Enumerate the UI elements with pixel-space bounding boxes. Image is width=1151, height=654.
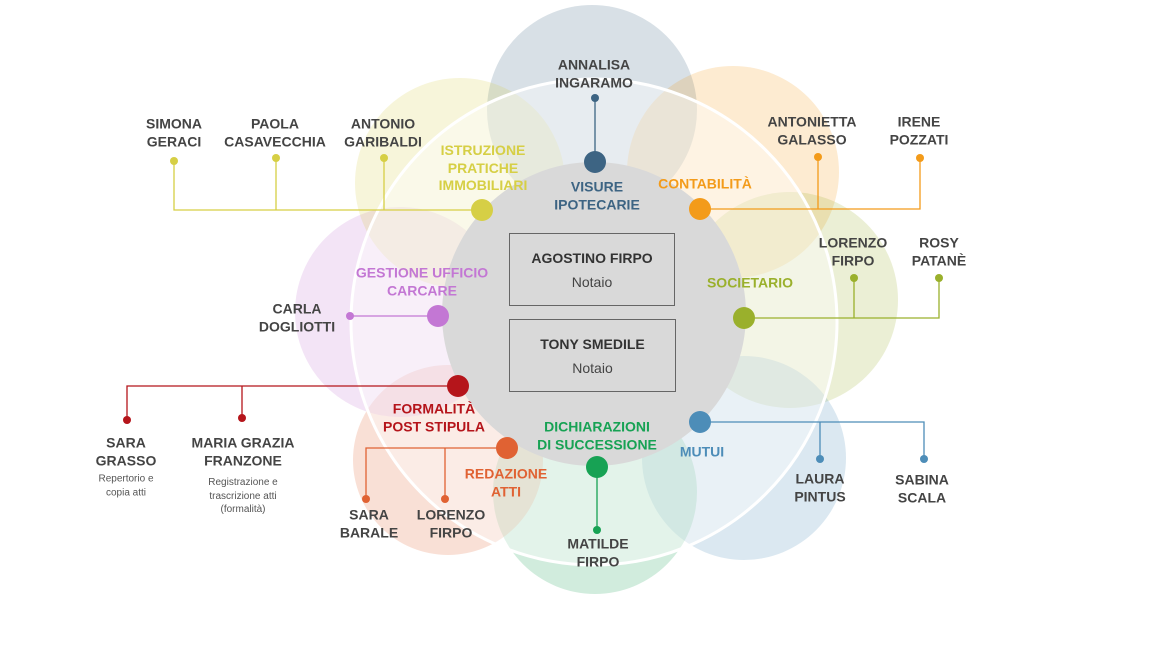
notaio-role: Notaio: [572, 359, 613, 376]
dept-label-gestione: GESTIONE UFFICIO CARCARE: [355, 264, 489, 299]
person-name: CARLA DOGLIOTTI: [258, 300, 336, 335]
person-dot: [916, 154, 924, 162]
inner-circle: [442, 162, 746, 466]
person-name: SARA GRASSO: [95, 434, 157, 469]
person-dot: [593, 526, 601, 534]
connector-formalita: [126, 385, 458, 420]
notaio-name: AGOSTINO FIRPO: [531, 249, 653, 266]
person-dot: [814, 153, 822, 161]
notaio-role: Notaio: [571, 273, 613, 290]
person-dot: [850, 274, 858, 282]
person-name: ANTONIETTA GALASSO: [767, 113, 857, 148]
connector-mutui: [700, 421, 925, 459]
dept-label-formalita: FORMALITÀ POST STIPULA: [383, 400, 485, 435]
person-dot: [441, 495, 449, 503]
dept-node-istruzione: [471, 199, 493, 221]
dept-node-visure: [584, 151, 606, 173]
person-name: ANTONIO GARIBALDI: [344, 115, 422, 150]
person-name: SARA BARALE: [339, 506, 399, 541]
person-name: SABINA SCALA: [895, 471, 949, 506]
notaio-name: TONY SMEDILE: [540, 335, 645, 352]
dept-node-mutui: [689, 411, 711, 433]
dept-label-societario: SOCIETARIO: [706, 274, 794, 291]
dept-node-redazione: [496, 437, 518, 459]
person-dot: [816, 455, 824, 463]
notaio-box-1: AGOSTINO FIRPO Notaio: [509, 233, 675, 306]
person-dot: [362, 495, 370, 503]
person-name: LORENZO FIRPO: [416, 506, 486, 541]
person-name: MARIA GRAZIA FRANZONE: [191, 434, 295, 469]
connector-redazione: [365, 447, 507, 499]
notaio-box-2: TONY SMEDILE Notaio: [509, 319, 676, 392]
dept-label-visure: VISURE IPOTECARIE: [554, 178, 640, 213]
connector-istruzione: [173, 158, 482, 211]
person-note: Registrazione e trascrizione atti (forma…: [208, 476, 278, 515]
dept-label-istruzione: ISTRUZIONE PRATICHE IMMOBILIARI: [438, 141, 528, 193]
person-name: MATILDE FIRPO: [567, 535, 629, 570]
connector-contabilita: [700, 157, 921, 210]
person-dot: [591, 94, 599, 102]
person-name: LAURA PINTUS: [794, 470, 846, 505]
person-name: LORENZO FIRPO: [818, 234, 888, 269]
dept-label-mutui: MUTUI: [679, 443, 725, 460]
dept-label-dichiarazioni: DICHIARAZIONI DI SUCCESSIONE: [537, 418, 657, 453]
person-dot: [920, 455, 928, 463]
dept-node-societario: [733, 307, 755, 329]
person-dot: [123, 416, 131, 424]
person-name: IRENE POZZATI: [889, 113, 949, 148]
person-name: ANNALISA INGARAMO: [555, 56, 633, 91]
person-dot: [380, 154, 388, 162]
person-dot: [170, 157, 178, 165]
dept-node-contabilita: [689, 198, 711, 220]
person-name: PAOLA CASAVECCHIA: [224, 115, 326, 150]
dept-node-formalita: [447, 375, 469, 397]
dept-label-redazione: REDAZIONE ATTI: [464, 465, 548, 500]
dept-node-dichiarazioni: [586, 456, 608, 478]
person-dot: [935, 274, 943, 282]
person-dot: [272, 154, 280, 162]
connector-societario: [744, 278, 940, 319]
person-note: Repertorio e copia atti: [98, 473, 154, 499]
person-name: ROSY PATANÈ: [911, 234, 967, 269]
person-name: SIMONA GERACI: [146, 115, 202, 150]
person-dot: [238, 414, 246, 422]
person-dot: [346, 312, 354, 320]
petal-visure: [487, 5, 697, 215]
dept-label-contabilita: CONTABILITÀ: [658, 175, 752, 192]
dept-node-gestione: [427, 305, 449, 327]
